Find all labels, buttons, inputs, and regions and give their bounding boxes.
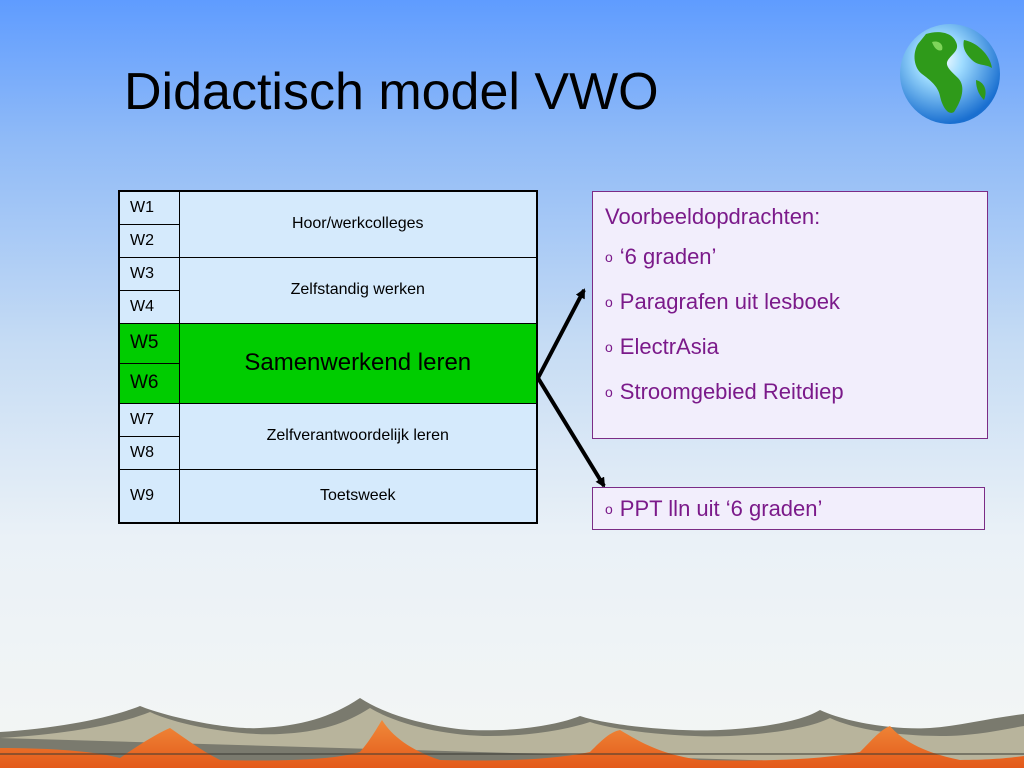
bullet-marker: o <box>605 339 613 355</box>
table-row: W7 Zelfverantwoordelijk leren <box>118 402 538 470</box>
arrow-to-examples <box>536 288 586 379</box>
box-heading: Voorbeeldopdrachten: <box>605 204 821 229</box>
list-item: o ‘6 graden’ <box>605 244 975 270</box>
week-cell: W8 <box>118 435 180 470</box>
table-row: W8 <box>118 435 537 470</box>
list-item-text: ElectrAsia <box>619 334 719 359</box>
activity-cell-highlighted: Samenwerkend leren <box>178 322 538 404</box>
week-cell: W3 <box>118 256 180 291</box>
week-cell: W2 <box>118 223 180 258</box>
list-item: o Paragrafen uit lesboek <box>605 289 975 315</box>
week-cell: W9 <box>118 468 180 524</box>
activity-cell: Zelfverantwoordelijk leren <box>178 402 538 470</box>
bullet-marker: o <box>605 249 613 265</box>
list-item-text: ‘6 graden’ <box>619 244 717 269</box>
week-cell: W5 <box>118 322 180 364</box>
globe-icon <box>900 24 1000 124</box>
list-item-text: Stroomgebied Reitdiep <box>619 379 844 404</box>
bullet-marker: o <box>605 384 613 400</box>
activity-cell: Toetsweek <box>178 468 538 524</box>
bullet-marker: o <box>605 501 613 517</box>
table-row: W2 <box>118 223 537 258</box>
week-cell: W1 <box>118 190 180 225</box>
list-item: o Stroomgebied Reitdiep <box>605 379 975 405</box>
arrow-to-ppt <box>536 376 606 488</box>
list-item: o ElectrAsia <box>605 334 975 360</box>
activity-cell: Hoor/werkcolleges <box>178 190 538 258</box>
bullet-marker: o <box>605 294 613 310</box>
table-row-highlighted: W6 <box>118 362 537 404</box>
week-cell: W7 <box>118 402 180 437</box>
table-row-highlighted: W5 Samenwerkend leren <box>118 322 538 404</box>
activity-cell: Zelfstandig werken <box>178 256 538 324</box>
table-row: W9 Toetsweek <box>118 468 538 524</box>
mountain-landscape-decoration <box>0 698 1024 768</box>
list-item-text: PPT lln uit ‘6 graden’ <box>619 496 823 521</box>
list-item-text: Paragrafen uit lesboek <box>619 289 840 314</box>
week-cell: W4 <box>118 289 180 324</box>
table-row: W1 Hoor/werkcolleges <box>118 190 538 258</box>
weekly-schedule-table: W1 Hoor/werkcolleges W2 W3 Zelfstandig w… <box>118 190 538 524</box>
slide-title: Didactisch model VWO <box>124 63 659 121</box>
table-row: W4 <box>118 289 537 324</box>
table-row: W3 Zelfstandig werken <box>118 256 538 324</box>
ppt-box: o PPT lln uit ‘6 graden’ <box>592 487 985 530</box>
list-item: o PPT lln uit ‘6 graden’ <box>605 496 972 522</box>
week-cell: W6 <box>118 362 180 404</box>
example-assignments-box: Voorbeeldopdrachten: o ‘6 graden’ o Para… <box>592 191 988 439</box>
